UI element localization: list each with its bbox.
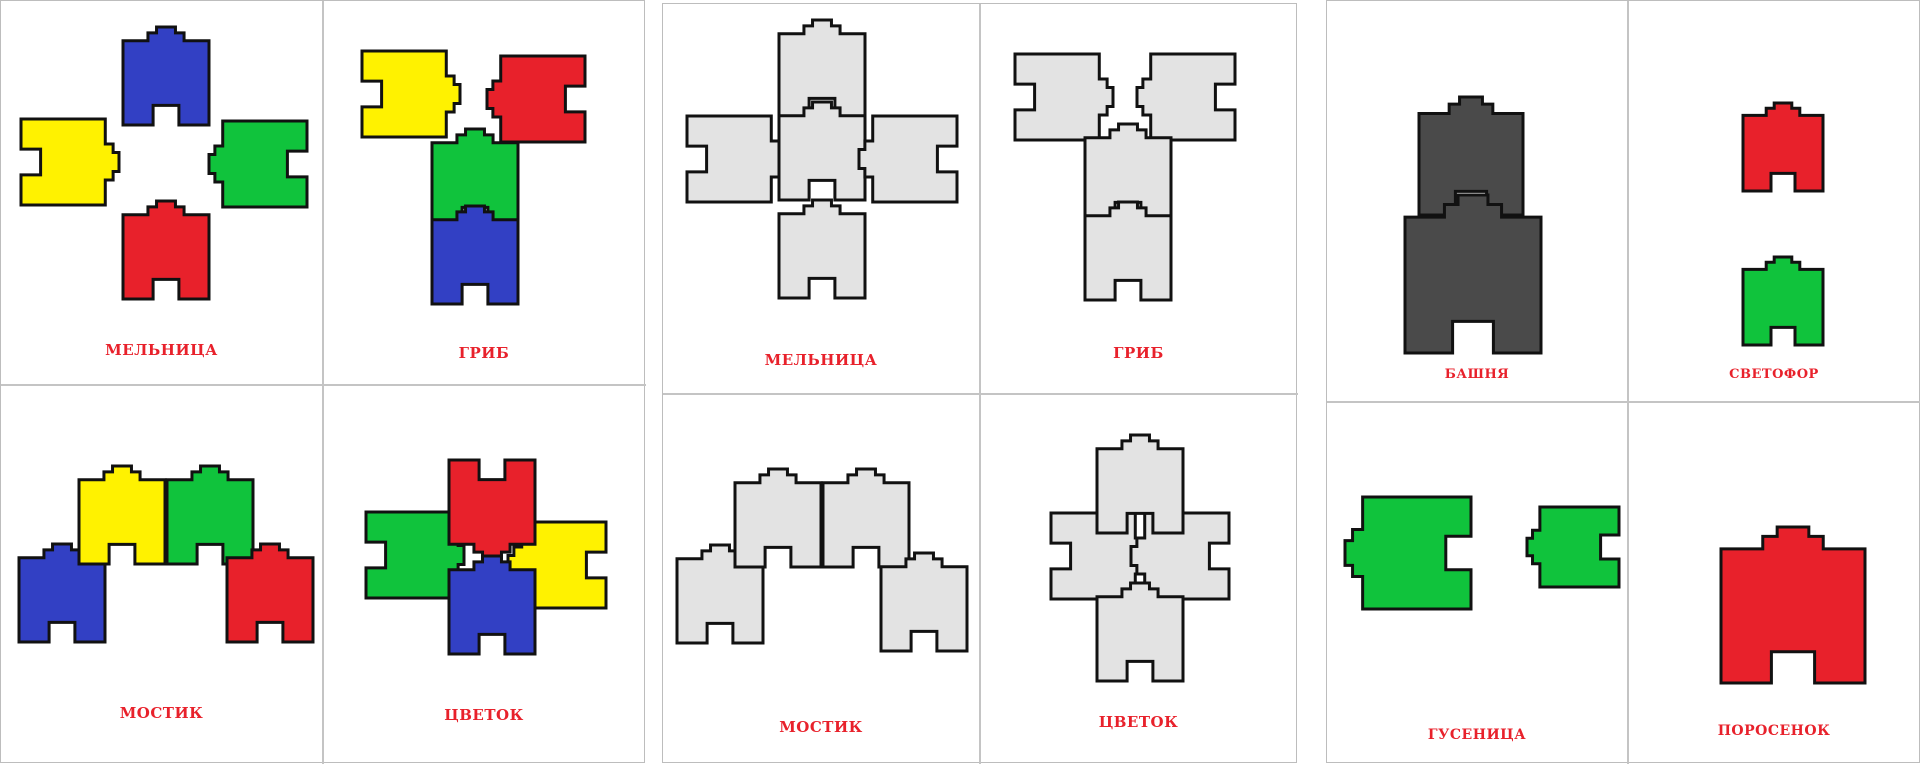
card-flower-outline: ЦВЕТОК — [979, 393, 1298, 764]
card-sheet-colored: МЕЛЬНИЦА ГРИБ МОСТИК ЦВЕТОК — [0, 0, 645, 763]
windmill-figure — [1, 1, 322, 384]
card-label: ГРИБ — [979, 344, 1298, 362]
card-piglet: ПОРОСЕНОК — [1627, 401, 1920, 764]
puzzle-piece-shape — [1721, 527, 1865, 683]
mushroom-outline-right-piece — [1137, 54, 1235, 140]
puzzle-piece-shape — [167, 466, 253, 564]
card-label: ГУСЕНИЦА — [1327, 727, 1627, 743]
windmill-outline-right-piece — [859, 116, 957, 202]
windmill-yellow-piece — [21, 119, 119, 205]
bridge-outline-figure — [663, 393, 979, 764]
bridge-outline-midleft-piece — [735, 469, 821, 567]
puzzle-piece-shape — [1097, 583, 1183, 681]
traffic-light-figure — [1627, 1, 1920, 401]
card-sheet-simple: БАШНЯ СВЕТОФОР ГУСЕНИЦА ПОРОСЕНОК — [1326, 0, 1920, 763]
windmill-outline-left-piece — [687, 116, 785, 202]
tower-figure — [1327, 1, 1627, 401]
puzzle-piece-shape — [362, 51, 460, 137]
flower-blue-piece — [449, 556, 535, 654]
card-flower: ЦВЕТОК — [322, 384, 646, 764]
traffic-light-red-piece — [1743, 103, 1823, 191]
card-label: БАШНЯ — [1327, 367, 1627, 382]
windmill-red-piece — [123, 201, 209, 299]
flower-outline-figure — [979, 393, 1298, 764]
card-caterpillar: ГУСЕНИЦА — [1327, 401, 1627, 764]
card-label: МОСТИК — [1, 704, 322, 722]
flower-outline-bottom-piece — [1097, 583, 1183, 681]
flower-red-piece — [449, 460, 535, 558]
puzzle-piece-shape — [123, 27, 209, 125]
puzzle-piece-shape — [1743, 257, 1823, 345]
bridge-red-piece — [227, 544, 313, 642]
bridge-outline-midright-piece — [823, 469, 909, 567]
card-label: ГРИБ — [322, 344, 646, 362]
puzzle-piece-shape — [1527, 507, 1619, 587]
mushroom-red-piece — [487, 56, 585, 142]
windmill-outline-bottom-piece — [779, 200, 865, 298]
puzzle-piece-shape — [881, 553, 967, 651]
caterpillar-large-piece — [1345, 497, 1471, 609]
puzzle-piece-shape — [227, 544, 313, 642]
card-mushroom-outline: ГРИБ — [979, 4, 1298, 393]
card-label: МОСТИК — [663, 718, 979, 736]
card-bridge: МОСТИК — [1, 384, 322, 764]
puzzle-piece-shape — [779, 200, 865, 298]
puzzle-piece-shape — [1743, 103, 1823, 191]
card-bridge-outline: МОСТИК — [663, 393, 979, 764]
mushroom-yellow-piece — [362, 51, 460, 137]
caterpillar-small-piece — [1527, 507, 1619, 587]
windmill-outline-center-piece — [779, 102, 865, 200]
card-label: ЦВЕТОК — [322, 706, 646, 724]
puzzle-piece-shape — [1405, 195, 1541, 353]
bridge-green-piece — [167, 466, 253, 564]
puzzle-piece-shape — [79, 466, 165, 564]
puzzle-piece-shape — [487, 56, 585, 142]
mushroom-figure — [322, 1, 646, 384]
card-traffic-light: СВЕТОФОР — [1627, 1, 1920, 401]
puzzle-piece-shape — [1015, 54, 1113, 140]
puzzle-piece-shape — [1345, 497, 1471, 609]
card-label: СВЕТОФОР — [1627, 367, 1920, 382]
caterpillar-figure — [1327, 401, 1627, 764]
puzzle-piece-shape — [449, 460, 535, 558]
puzzle-piece-shape — [21, 119, 119, 205]
puzzle-piece-shape — [209, 121, 307, 207]
windmill-green-piece — [209, 121, 307, 207]
puzzle-piece-shape — [735, 469, 821, 567]
bridge-yellow-piece — [79, 466, 165, 564]
piglet-piece — [1721, 527, 1865, 683]
card-label: МЕЛЬНИЦА — [1, 341, 322, 359]
puzzle-piece-shape — [859, 116, 957, 202]
puzzle-piece-shape — [823, 469, 909, 567]
puzzle-piece-shape — [449, 556, 535, 654]
puzzle-piece-shape — [687, 116, 785, 202]
card-windmill-outline: МЕЛЬНИЦА — [663, 4, 979, 393]
puzzle-piece-shape — [1085, 202, 1171, 300]
card-label: ЦВЕТОК — [979, 713, 1298, 731]
card-windmill: МЕЛЬНИЦА — [1, 1, 322, 384]
windmill-blue-piece — [123, 27, 209, 125]
tower-bottom-piece — [1405, 195, 1541, 353]
card-tower: БАШНЯ — [1327, 1, 1627, 401]
piglet-figure — [1627, 401, 1920, 764]
puzzle-piece-shape — [1097, 435, 1183, 533]
card-mushroom: ГРИБ — [322, 1, 646, 384]
windmill-outline-figure — [663, 4, 979, 393]
card-label: МЕЛЬНИЦА — [663, 351, 979, 369]
mushroom-outline-left-piece — [1015, 54, 1113, 140]
puzzle-piece-shape — [1137, 54, 1235, 140]
mushroom-blue-piece — [432, 206, 518, 304]
bridge-outline-right-piece — [881, 553, 967, 651]
card-sheet-outline: МЕЛЬНИЦА ГРИБ МОСТИК ЦВЕТОК — [662, 3, 1297, 763]
puzzle-piece-shape — [432, 206, 518, 304]
puzzle-piece-shape — [123, 201, 209, 299]
traffic-light-green-piece — [1743, 257, 1823, 345]
mushroom-outline-bottom-piece — [1085, 202, 1171, 300]
mushroom-outline-figure — [979, 4, 1298, 393]
card-label: ПОРОСЕНОК — [1627, 723, 1920, 739]
flower-outline-top-piece — [1097, 435, 1183, 533]
puzzle-piece-shape — [779, 102, 865, 200]
